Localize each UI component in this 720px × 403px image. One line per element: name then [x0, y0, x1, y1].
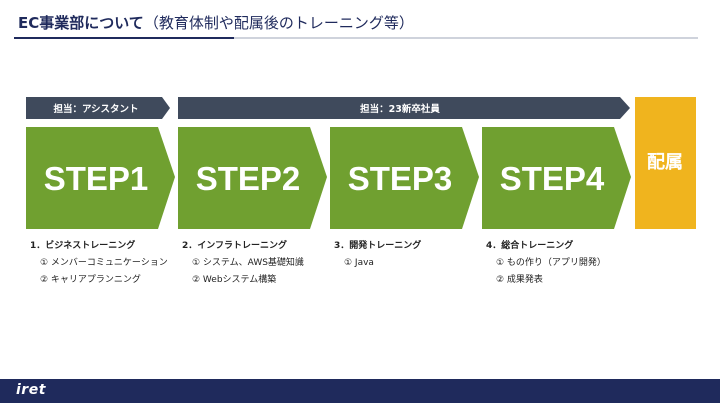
- step2-item: ② Webシステム構築: [192, 275, 277, 285]
- company-logo: iret: [16, 382, 46, 398]
- title-rule-accent: [14, 37, 234, 39]
- step3-chevron: [330, 127, 479, 229]
- step3-item: ① Java: [344, 258, 374, 268]
- step2-item: ① システム、AWS基礎知識: [192, 258, 304, 268]
- step3-heading: 3．開発トレーニング: [334, 241, 422, 251]
- step2-details: 2．インフラトレーニング ① システム、AWS基礎知識 ② Webシステム構築: [182, 238, 304, 289]
- step2-heading: 2．インフラトレーニング: [182, 241, 287, 251]
- step1-item: ② キャリアプランニング: [40, 275, 141, 285]
- page-title: EC事業部について（教育体制や配属後のトレーニング等）: [18, 12, 414, 33]
- footer-bar: iret: [0, 379, 720, 403]
- banner-newgrad-label: 担当：23新卒社員: [360, 103, 440, 115]
- page-title-main: EC事業部について: [18, 14, 144, 32]
- step4-label: STEP4: [500, 160, 605, 197]
- assignment-box: [635, 97, 696, 229]
- step1-label: STEP1: [44, 160, 149, 197]
- step4-item: ① もの作り（アプリ開発）: [496, 258, 606, 268]
- assignment-label: 配属: [647, 152, 683, 173]
- training-flow: 担当：アシスタント 担当：23新卒社員 STEP1 STEP2 STEP3 ST…: [26, 97, 696, 229]
- title-rule: [14, 37, 698, 39]
- step1-chevron: [26, 127, 175, 229]
- step4-details: 4．総合トレーニング ① もの作り（アプリ開発） ② 成果発表: [486, 238, 606, 289]
- page-title-sub: （教育体制や配属後のトレーニング等）: [143, 14, 414, 32]
- step2-chevron: [178, 127, 327, 229]
- step3-label: STEP3: [348, 160, 453, 197]
- step4-heading: 4．総合トレーニング: [486, 241, 574, 251]
- banner-assistant: [26, 97, 170, 119]
- step2-label: STEP2: [196, 160, 301, 197]
- banner-newgrad: [178, 97, 630, 119]
- banner-assistant-label: 担当：アシスタント: [53, 103, 138, 115]
- step4-chevron: [482, 127, 631, 229]
- step1-item: ① メンバーコミュニケーション: [40, 258, 168, 268]
- step4-item: ② 成果発表: [496, 275, 543, 285]
- step1-details: 1．ビジネストレーニング ① メンバーコミュニケーション ② キャリアプランニン…: [30, 238, 168, 289]
- step1-heading: 1．ビジネストレーニング: [30, 241, 136, 251]
- step3-details: 3．開発トレーニング ① Java: [334, 238, 421, 272]
